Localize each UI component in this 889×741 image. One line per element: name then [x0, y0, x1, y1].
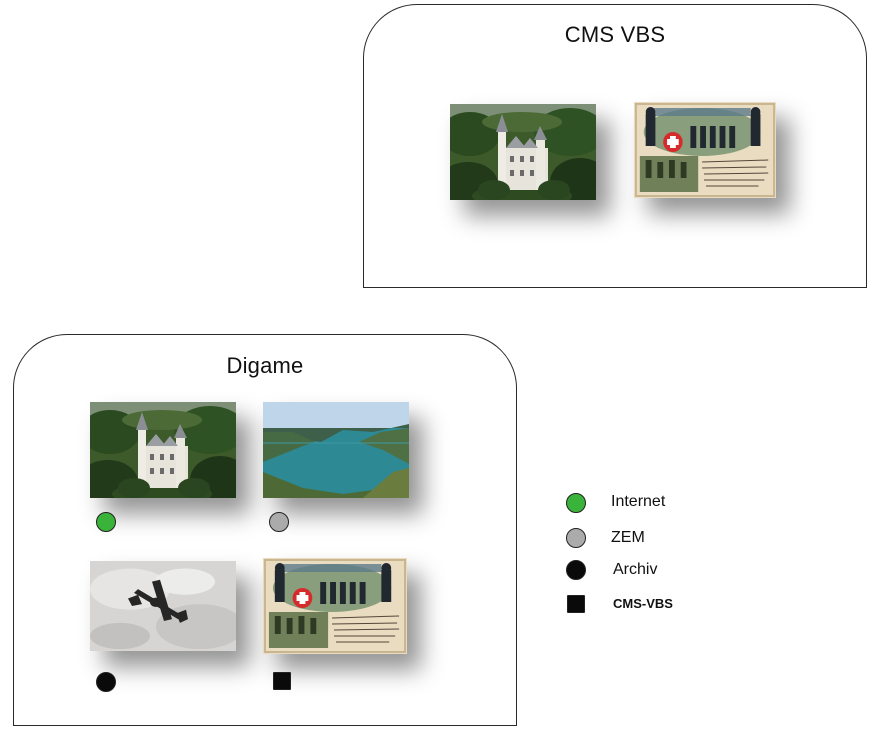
airplane-photo: [90, 561, 236, 651]
postcard-soldiers: [263, 558, 407, 654]
lake-landscape-photo: [263, 402, 409, 498]
grey-circle-icon: [566, 528, 586, 548]
digame-title: Digame: [226, 353, 304, 378]
legend-label-internet: Internet: [611, 493, 666, 510]
legend-label-cms-vbs: CMS-VBS: [613, 596, 673, 611]
legend-label-zem: ZEM: [611, 529, 645, 546]
cms-vbs-title: CMS VBS: [564, 22, 666, 47]
castle-photo: [450, 104, 596, 200]
archiv-marker: [96, 672, 116, 692]
postcard-soldiers: [634, 102, 776, 198]
castle-photo: [90, 402, 236, 498]
cms-vbs-marker: [273, 672, 291, 690]
internet-marker: [96, 512, 116, 532]
green-circle-icon: [566, 493, 586, 513]
black-square-icon: [567, 595, 585, 613]
digame-panel: Digame: [13, 334, 517, 726]
black-circle-icon: [566, 560, 586, 580]
zem-marker: [269, 512, 289, 532]
legend-label-archiv: Archiv: [613, 561, 658, 578]
cms-vbs-panel: CMS VBS: [363, 4, 867, 288]
